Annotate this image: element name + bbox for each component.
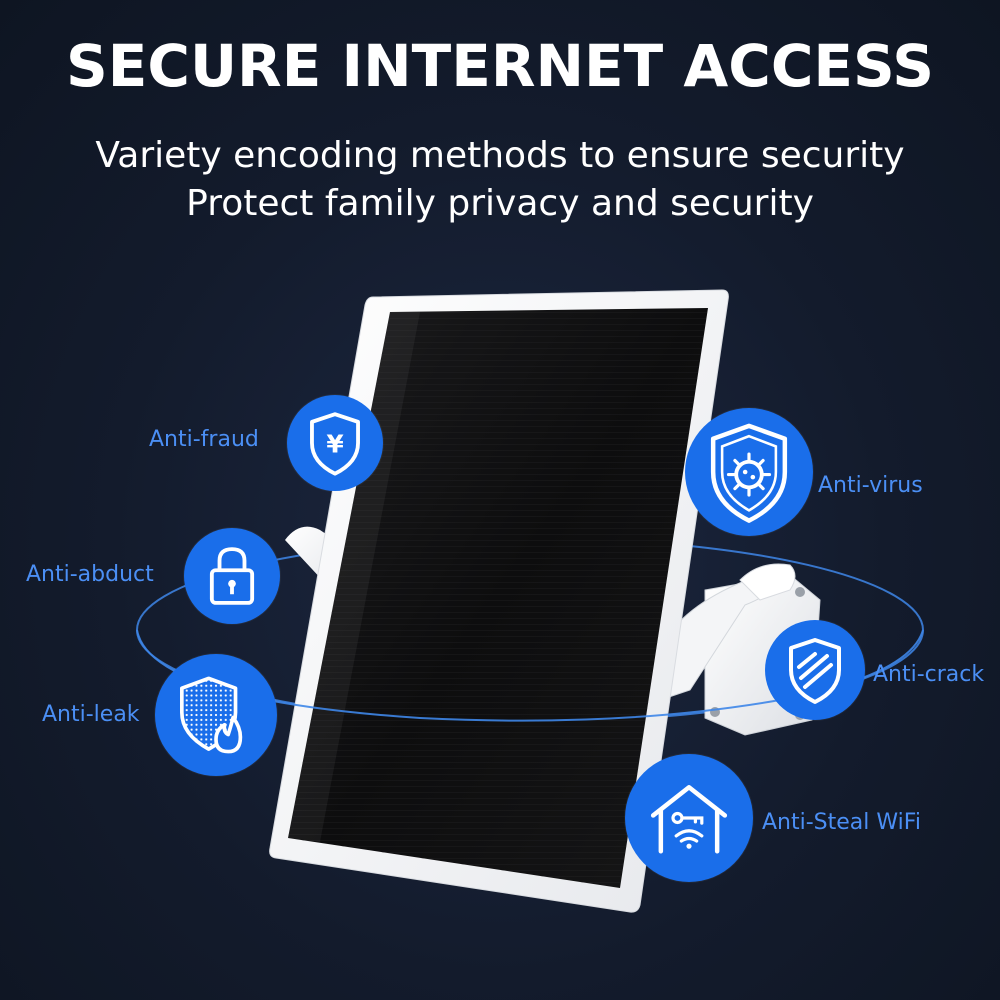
shield-fire-icon [180,676,243,754]
subtitle-line-2: Protect family privacy and security [186,183,814,224]
page-title: SECURE INTERNET ACCESS [66,32,934,100]
feature-badge-anti-leak [155,654,277,776]
padlock-icon [209,547,255,605]
feature-label-anti-leak: Anti-leak [42,702,140,727]
feature-label-anti-steal-wifi: Anti-Steal WiFi [762,810,921,835]
feature-badge-anti-fraud: ¥ [287,395,383,491]
shield-virus-icon [710,423,788,523]
svg-text:¥: ¥ [326,430,344,459]
house-key-wifi-icon [650,785,728,854]
feature-badge-anti-virus [685,408,813,536]
feature-label-anti-abduct: Anti-abduct [26,562,154,587]
feature-badge-anti-crack [765,620,865,720]
shield-yen-icon: ¥ [310,412,360,476]
feature-label-anti-virus: Anti-virus [818,473,923,498]
feature-badge-anti-steal-wifi [625,754,753,882]
feature-label-anti-crack: Anti-crack [873,662,985,687]
feature-badge-anti-abduct [184,528,280,624]
subtitle-line-1: Variety encoding methods to ensure secur… [95,135,905,176]
shield-stripes-icon [789,638,841,704]
feature-label-anti-fraud: Anti-fraud [149,427,259,452]
